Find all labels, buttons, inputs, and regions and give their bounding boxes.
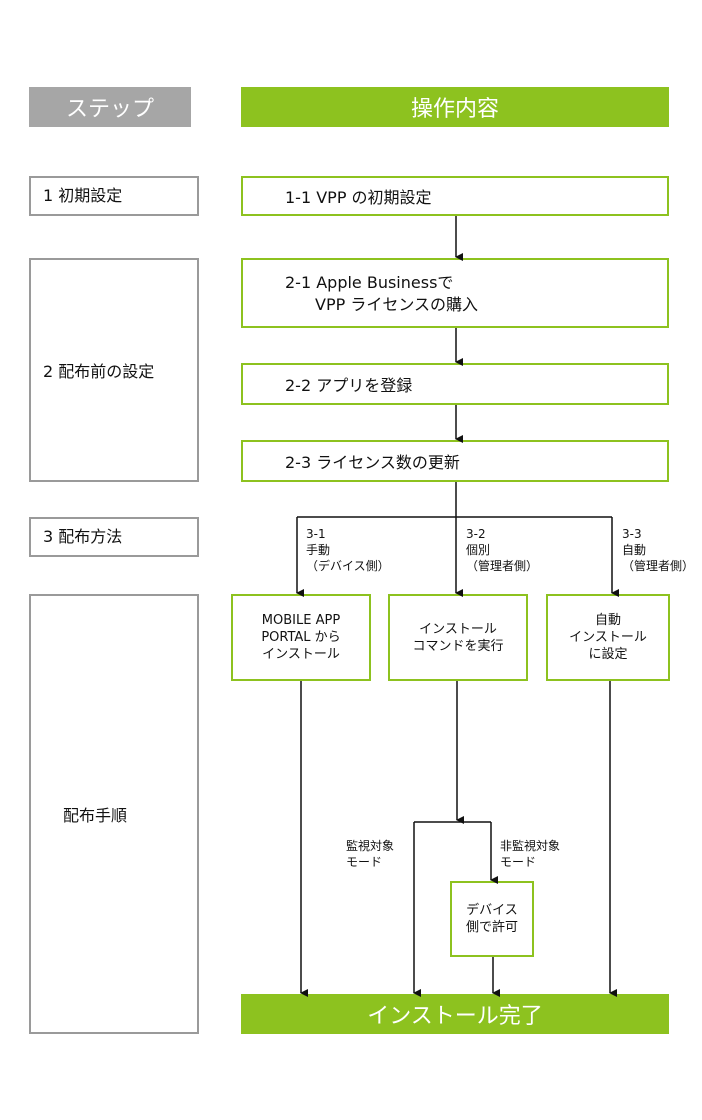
step-4-label: 配布手順 [63, 806, 128, 825]
install-complete-label: インストール完了 [367, 1004, 543, 1029]
operations-header: 操作内容 [241, 87, 669, 127]
step-1-box: 1 初期設定 [29, 176, 199, 216]
step-3-box: 3 配布方法 [29, 517, 199, 557]
steps-header-label: ステップ [65, 97, 154, 122]
process-2-3-box: 2-3 ライセンス数の更新 [241, 440, 669, 482]
step-2-label: 2 配布前の設定 [43, 362, 155, 381]
action-portal-install-label: MOBILE APP PORTAL から インストール [261, 613, 341, 662]
step-3-label: 3 配布方法 [43, 527, 123, 546]
unsupervised-mode-label: 非監視対象 モード [500, 839, 561, 869]
process-2-1-line2: VPP ライセンスの購入 [315, 295, 479, 314]
process-1-1-box: 1-1 VPP の初期設定 [241, 176, 669, 216]
steps-header: ステップ [29, 87, 191, 127]
action-auto-install-box: 自動 インストール に設定 [546, 594, 670, 681]
method-3-3-label: 3-3 自動 （管理者側） [622, 527, 695, 573]
process-2-1-box: 2-1 Apple Businessで VPP ライセンスの購入 [241, 258, 669, 328]
method-3-2-label: 3-2 個別 （管理者側） [466, 527, 539, 573]
step-4-box: 配布手順 [29, 594, 199, 1034]
process-1-1-label: 1-1 VPP の初期設定 [285, 188, 432, 207]
process-2-2-label: 2-2 アプリを登録 [285, 376, 413, 395]
device-allow-label: デバイス 側で許可 [465, 903, 518, 935]
install-complete-bar: インストール完了 [241, 994, 669, 1034]
action-install-command-box: インストール コマンドを実行 [388, 594, 528, 681]
process-2-2-box: 2-2 アプリを登録 [241, 363, 669, 405]
action-install-command-label: インストール コマンドを実行 [412, 621, 504, 654]
process-2-3-label: 2-3 ライセンス数の更新 [285, 453, 460, 472]
method-3-1-label: 3-1 手動 （デバイス側） [306, 527, 390, 573]
operations-header-label: 操作内容 [410, 97, 499, 122]
device-allow-box: デバイス 側で許可 [450, 881, 534, 957]
step-2-box: 2 配布前の設定 [29, 258, 199, 482]
action-portal-install-box: MOBILE APP PORTAL から インストール [231, 594, 371, 681]
supervised-mode-label: 監視対象 モード [346, 839, 395, 869]
step-1-label: 1 初期設定 [43, 186, 123, 205]
action-auto-install-label: 自動 インストール に設定 [569, 613, 647, 662]
process-2-1-line1: 2-1 Apple Businessで [285, 273, 454, 292]
